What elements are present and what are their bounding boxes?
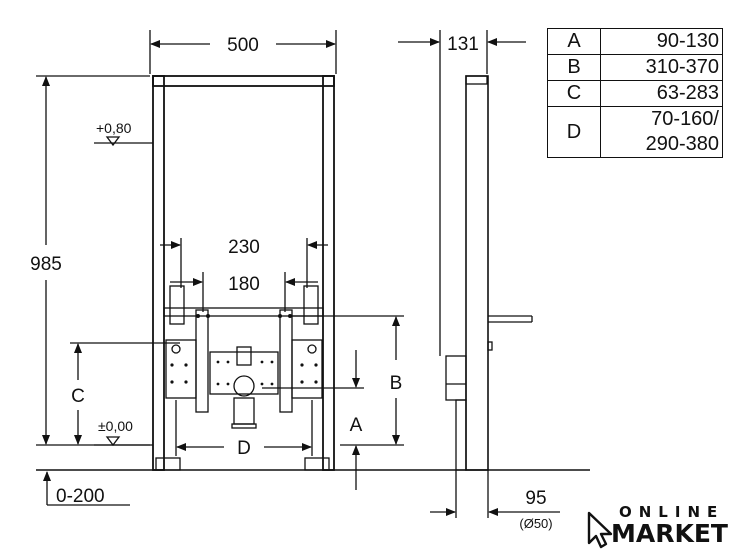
front-frame xyxy=(152,75,335,471)
dim-label-a: A xyxy=(350,415,363,436)
table-key: D xyxy=(547,106,601,158)
table-key: B xyxy=(547,54,601,81)
level-label-high: +0,80 xyxy=(96,120,132,136)
table-value-line: 70-160/ xyxy=(651,108,719,130)
table-row: B 310-370 xyxy=(547,54,723,81)
dim-label-c: C xyxy=(71,386,85,407)
dim-label-131: 131 xyxy=(447,34,479,55)
table-value: 90-130 xyxy=(600,28,723,55)
table-value: 63-283 xyxy=(600,80,723,107)
table-value-line: 290-380 xyxy=(645,133,719,155)
table-value: 70-160/ 290-380 xyxy=(600,106,723,158)
logo-line-2: MARKET xyxy=(611,519,728,548)
drain-diameter-label: (Ø50) xyxy=(519,516,552,531)
dim-label-500: 500 xyxy=(227,35,259,56)
front-frame-details xyxy=(170,314,318,386)
cursor-arrow-icon xyxy=(587,511,613,549)
online-market-logo: ONLINE MARKET xyxy=(586,503,728,553)
dim-label-180: 180 xyxy=(228,274,260,295)
table-key: A xyxy=(547,28,601,55)
dim-label-d: D xyxy=(237,438,251,459)
dim-label-95: 95 xyxy=(525,488,546,509)
table-row: D 70-160/ 290-380 xyxy=(547,106,723,158)
dimension-table: A 90-130 B 310-370 C 63-283 D 70-160/ 29… xyxy=(547,28,723,158)
dim-label-b: B xyxy=(390,373,403,394)
table-key: C xyxy=(547,80,601,107)
level-label-zero: ±0,00 xyxy=(98,418,133,434)
floor-range-label: 0-200 xyxy=(56,486,105,507)
dim-label-230: 230 xyxy=(228,237,260,258)
dim-label-985: 985 xyxy=(30,254,62,275)
table-row: C 63-283 xyxy=(547,80,723,107)
logo-line-1: ONLINE xyxy=(619,503,725,521)
table-row: A 90-130 xyxy=(547,28,723,55)
side-frame xyxy=(439,30,533,471)
table-value: 310-370 xyxy=(600,54,723,81)
